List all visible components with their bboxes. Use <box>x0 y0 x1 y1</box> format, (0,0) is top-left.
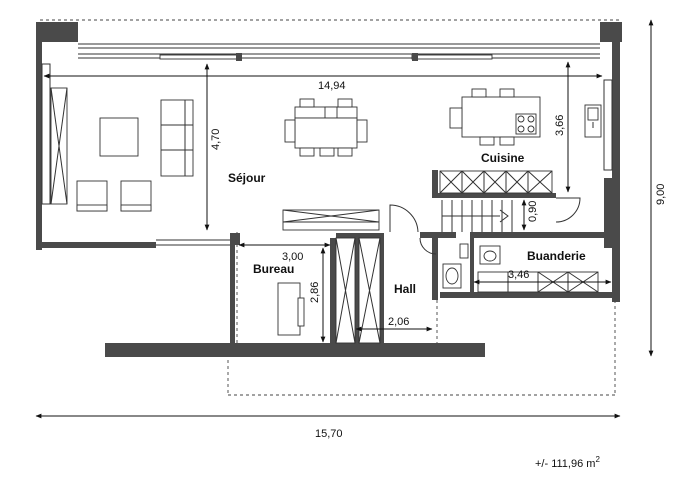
room-label-cuisine: Cuisine <box>481 151 525 165</box>
room-label-hall: Hall <box>394 282 416 296</box>
room-label-buanderie: Buanderie <box>527 249 586 263</box>
dim-living-width: 14,94 <box>318 80 346 92</box>
laundry-sink <box>479 245 501 265</box>
dim-total-width: 15,70 <box>315 428 343 440</box>
kitchen-cabinets <box>439 170 553 194</box>
walls <box>36 22 622 357</box>
armchair-right <box>120 180 152 212</box>
couch <box>160 99 194 177</box>
kitchen-sink <box>584 104 602 138</box>
surface-area: +/- 111,96 m2 <box>535 455 600 470</box>
dining-table <box>284 98 368 157</box>
surface-area-unit: 2 <box>595 455 600 464</box>
surface-area-value: +/- 111,96 m <box>535 458 595 470</box>
door-wc <box>419 237 437 255</box>
desk <box>277 282 305 336</box>
coffee-table <box>99 117 139 157</box>
window-top <box>159 53 493 61</box>
dim-hall-width: 2,06 <box>388 316 409 328</box>
closet <box>282 209 380 231</box>
dim-bureau-depth: 2,86 <box>309 282 321 303</box>
door-hall <box>389 204 419 233</box>
dimension-lines <box>35 19 654 419</box>
door-kitchen <box>555 197 581 223</box>
dim-total-depth: 9,00 <box>655 184 667 205</box>
room-label-bureau: Bureau <box>253 262 294 276</box>
dim-buanderie-width: 3,46 <box>508 269 529 281</box>
corridor-cupboards <box>335 237 381 344</box>
sofa <box>50 87 68 205</box>
dim-stair-width: 0,90 <box>527 201 539 222</box>
dim-bureau-width: 3,00 <box>282 251 303 263</box>
outline-dashed <box>40 19 620 396</box>
staircase <box>441 200 513 232</box>
armchair-left <box>76 180 108 212</box>
room-label-sejour: Séjour <box>228 171 266 185</box>
dim-living-depth: 4,70 <box>210 129 222 150</box>
dim-kitchen-depth: 3,66 <box>554 115 566 136</box>
wc <box>442 243 469 289</box>
kitchen-island <box>449 88 541 146</box>
